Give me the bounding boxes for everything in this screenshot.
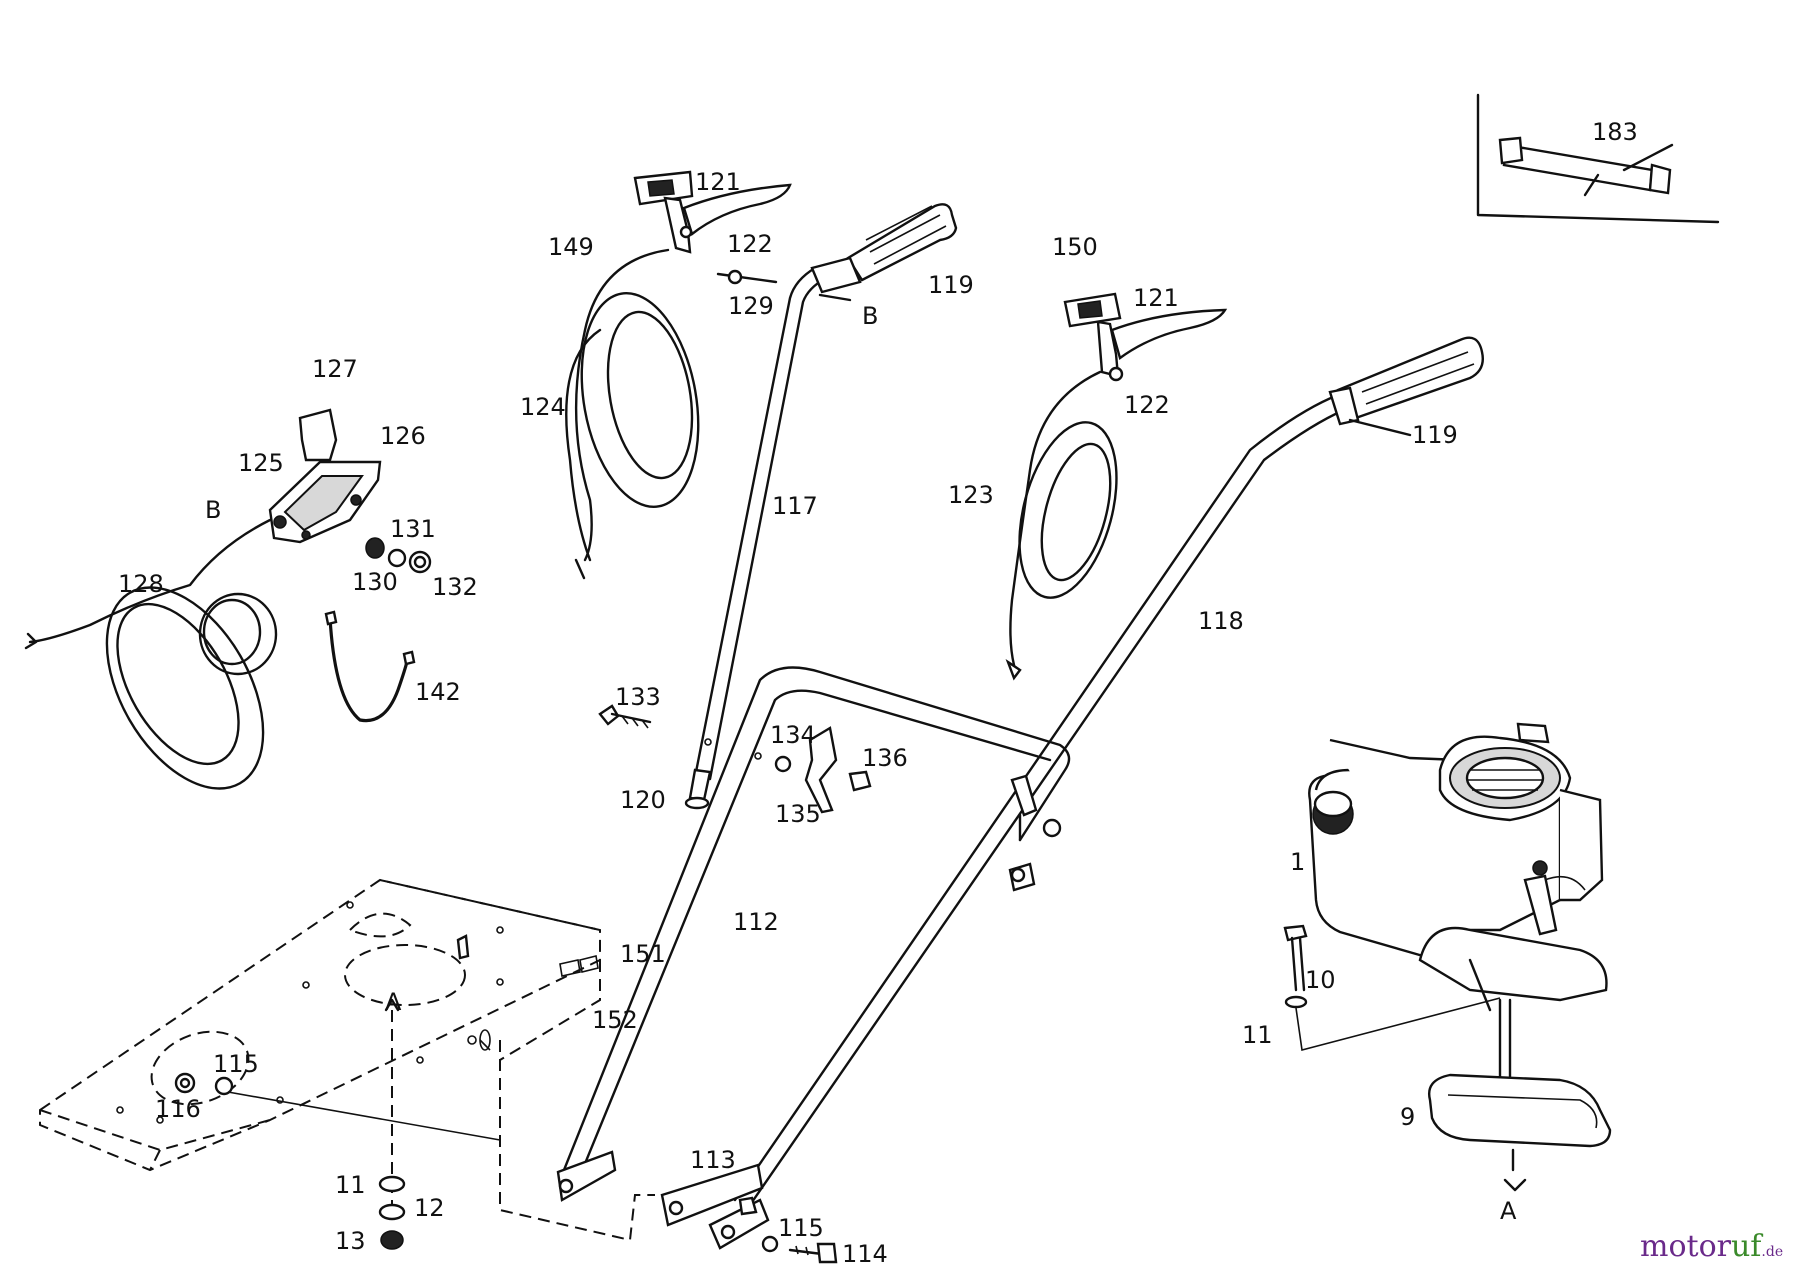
- label-118: 118: [1198, 607, 1244, 635]
- label-113: 113: [690, 1146, 736, 1174]
- watermark-brand-part1: motor: [1640, 1229, 1732, 1264]
- mower-deck: [39, 878, 655, 1250]
- label-150: 150: [1052, 233, 1098, 261]
- inset-tool-183: [1476, 93, 1720, 224]
- fasteners-center: [598, 704, 872, 1264]
- label-119-right: 119: [1412, 421, 1458, 449]
- label-115-bottom: 115: [778, 1214, 824, 1242]
- label-1: 1: [1290, 848, 1305, 876]
- label-135: 135: [775, 800, 821, 828]
- label-126: 126: [380, 422, 426, 450]
- label-125: 125: [238, 449, 284, 477]
- label-123: 123: [948, 481, 994, 509]
- part-labels: 183 149 121 122 129 119 B 124 117 150 12…: [118, 118, 1638, 1268]
- label-120: 120: [620, 786, 666, 814]
- label-130: 130: [352, 568, 398, 596]
- label-112: 112: [733, 908, 779, 936]
- label-131: 131: [390, 515, 436, 543]
- label-142: 142: [415, 678, 461, 706]
- label-115-deck: 115: [213, 1050, 259, 1078]
- label-12: 12: [414, 1194, 445, 1222]
- label-132: 132: [432, 573, 478, 601]
- label-119-left: 119: [928, 271, 974, 299]
- label-117: 117: [772, 492, 818, 520]
- mount-plates-113: [660, 1163, 770, 1250]
- label-127: 127: [312, 355, 358, 383]
- label-ref-a-engine: A: [1500, 1197, 1517, 1225]
- label-121-right: 121: [1133, 284, 1179, 312]
- handle-bar-117: [684, 203, 958, 810]
- watermark-suffix: .de: [1761, 1244, 1783, 1260]
- label-183: 183: [1592, 118, 1638, 146]
- throttle-control-left: [24, 408, 432, 790]
- label-ref-b-left: B: [205, 496, 221, 524]
- label-122-right: 122: [1124, 391, 1170, 419]
- svg-text:motoruf.de: motoruf.de: [1640, 1229, 1783, 1264]
- label-133: 133: [615, 683, 661, 711]
- watermark-brand-part2: uf: [1731, 1229, 1763, 1264]
- label-13: 13: [335, 1227, 366, 1255]
- label-11-deck: 11: [335, 1171, 366, 1199]
- label-9: 9: [1400, 1103, 1415, 1131]
- brake-lever-left: [565, 170, 792, 580]
- label-114: 114: [842, 1240, 888, 1268]
- label-152: 152: [592, 1006, 638, 1034]
- handle-bar-118: [733, 336, 1484, 1207]
- brake-lever-right: [1005, 292, 1228, 681]
- label-122-left: 122: [727, 230, 773, 258]
- label-11-engine: 11: [1242, 1021, 1273, 1049]
- watermark-logo: motoruf.de: [1640, 1229, 1783, 1264]
- label-ref-b-upper: B: [862, 302, 878, 330]
- label-136: 136: [862, 744, 908, 772]
- label-124: 124: [520, 393, 566, 421]
- label-10: 10: [1305, 966, 1336, 994]
- engine: [1283, 722, 1612, 1192]
- label-149: 149: [548, 233, 594, 261]
- label-134: 134: [770, 721, 816, 749]
- label-ref-a-deck: A: [385, 988, 402, 1016]
- handle-bar-112: [556, 666, 1071, 1202]
- label-121-left: 121: [695, 168, 741, 196]
- label-128: 128: [118, 570, 164, 598]
- label-151: 151: [620, 940, 666, 968]
- label-129: 129: [728, 292, 774, 320]
- label-116: 116: [155, 1095, 201, 1123]
